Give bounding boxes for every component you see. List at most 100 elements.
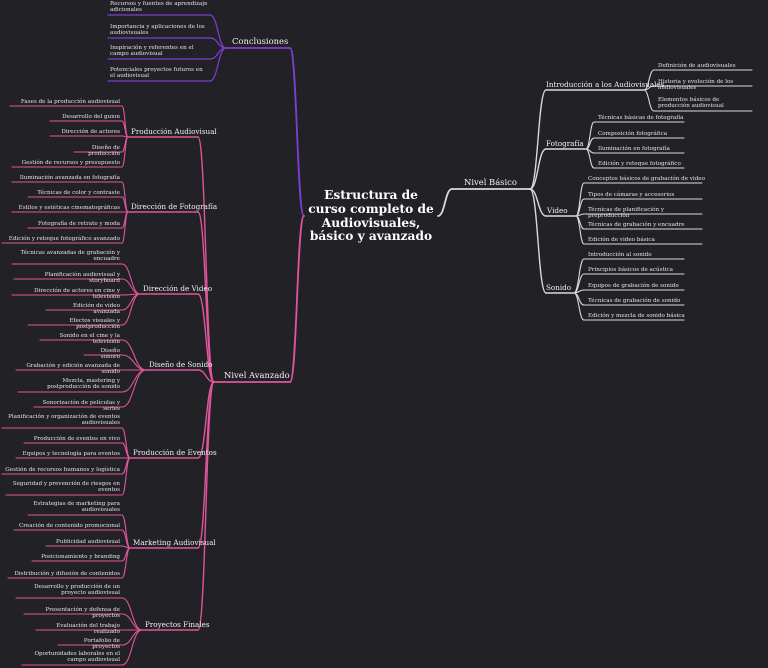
connector-basico-group-1 [529,148,547,190]
connector-avanzado-item-6-1 [121,613,143,631]
root-topic[interactable]: Estructura de curso completo de Audiovis… [308,188,434,244]
node-conclusiones[interactable]: Conclusiones [232,36,289,46]
node-avanzado-item-2-2[interactable]: Dirección de actores en cine y televisió… [34,288,120,301]
node-avanzado-item-4-1[interactable]: Producción de eventos en vivo [33,436,120,442]
node-basico-item-1-1[interactable]: Composición fotográfica [598,131,668,137]
node-basico-item-2-0[interactable]: Conceptos básicos de grabación de video [588,176,705,182]
node-avanzado-group-3[interactable]: Diseño de Sonido [149,360,213,369]
node-avanzado-item-2-0[interactable]: Técnicas avanzadas de grabación y encuad… [20,250,120,263]
node-basico-group-2[interactable]: Video [547,206,568,215]
node-avanzado-item-3-4[interactable]: Sonorización de películas y series [42,400,120,413]
connector-avanzado-item-5-4 [121,547,131,579]
node-conclusiones-item-3[interactable]: Potenciales proyectos futuros en el audi… [110,67,203,80]
node-basico-item-2-2[interactable]: Técnicas de planificación y preproducció… [588,207,665,220]
connector-avanzado-item-1-4 [121,211,129,244]
connector-avanzado-group-3 [197,369,215,383]
node-avanzado-group-6[interactable]: Proyectos Finales [145,620,210,629]
node-avanzado-item-2-4[interactable]: Efectos visuales y postproducción [69,318,120,331]
node-basico-item-0-2[interactable]: Elementos básicos de producción audiovis… [658,97,724,110]
node-avanzado-item-4-3[interactable]: Gestión de recursos humanos y logística [5,467,120,473]
connector-avanzado-item-3-0 [121,339,147,371]
connector-avanzado-item-4-4 [121,457,131,496]
node-avanzado-group-5[interactable]: Marketing Audiovisual [133,538,216,547]
node-avanzado-item-4-0[interactable]: Planificación y organización de eventos … [8,414,120,427]
node-basico-group-3[interactable]: Sonido [546,283,572,292]
connector-avanzado-group-1 [197,211,215,383]
node-avanzado-item-4-2[interactable]: Equipos y tecnología para eventos [22,451,120,457]
node-basico-item-3-2[interactable]: Equipos de grabación de sonido [588,283,679,289]
node-avanzado-item-3-0[interactable]: Sonido en el cine y la televisión [59,333,120,346]
node-basico-item-1-3[interactable]: Edición y retoque fotográfico [598,161,681,167]
connector-avanzado-item-2-4 [121,293,141,326]
node-basico-item-2-4[interactable]: Edición de video básica [588,237,655,243]
node-avanzado-item-6-4[interactable]: Oportunidades laborales en el campo audi… [34,651,120,664]
node-basico-item-3-3[interactable]: Técnicas de grabación de sonido [588,298,681,304]
node-basico-item-1-0[interactable]: Técnicas básicas de fotografía [598,115,684,121]
connector-basico-group-3 [529,188,547,294]
node-avanzado-item-5-4[interactable]: Distribución y difusión de contenidos [14,571,120,577]
connector-avanzado-item-6-0 [121,597,143,631]
node-avanzado-group-0[interactable]: Producción Audiovisual [131,127,217,136]
node-avanzado-item-1-0[interactable]: Iluminación avanzada en fotografía [19,175,120,181]
node-avanzado-item-5-0[interactable]: Estrategias de marketing para audiovisua… [33,501,120,514]
connector-basico-item-3-4 [573,292,585,321]
node-avanzado-item-0-4[interactable]: Gestión de recursos y presupuesto [21,160,120,166]
node-avanzado-item-5-2[interactable]: Publicidad audiovisual [56,539,120,545]
node-avanzado-item-0-0[interactable]: Fases de la producción audiovisual [20,99,120,105]
node-conclusiones-item-2[interactable]: Inspiración y referentes en el campo aud… [110,45,194,58]
node-basico-item-0-1[interactable]: Historia y evolución de los audiovisuale… [658,79,734,92]
node-basico-item-3-1[interactable]: Principios básicos de acústica [588,267,673,273]
node-nivel-avanzado[interactable]: Nivel Avanzado [224,370,290,380]
node-nivel-basico[interactable]: Nivel Básico [464,177,517,187]
node-avanzado-item-3-2[interactable]: Grabación y edición avanzada de sonido [26,363,120,376]
node-avanzado-item-1-3[interactable]: Fotografía de retrato y moda [38,221,120,227]
node-avanzado-item-6-1[interactable]: Presentación y defensa de proyectos [45,607,120,620]
node-avanzado-item-5-1[interactable]: Creación de contenido promocional [18,523,120,529]
node-avanzado-item-0-3[interactable]: Diseño de producción [88,145,120,158]
connector-basico-item-0-2 [643,89,655,112]
node-avanzado-item-1-4[interactable]: Edición y retoque fotográfico avanzado [8,236,120,242]
connector-avanzado-item-3-4 [121,369,147,408]
node-basico-item-3-4[interactable]: Edición y mezcla de sonido básica [588,313,685,319]
connector-conclusiones-item-0 [209,14,227,49]
connector-avanzado-group-4 [197,381,215,459]
node-avanzado-item-2-3[interactable]: Edición de video avanzada [72,303,120,316]
node-avanzado-item-3-1[interactable]: Diseño sonoro [100,348,120,361]
connector-root-avanzado [289,215,305,383]
node-basico-group-0[interactable]: Introducción a los Audiovisuales [546,80,665,89]
node-avanzado-item-1-2[interactable]: Estilos y estéticas cinematográficas [18,205,120,211]
node-avanzado-item-2-1[interactable]: Planificación audiovisual y storyboard [44,272,120,285]
connector-avanzado-group-6 [197,381,215,631]
node-basico-item-1-2[interactable]: Iluminación en fotografía [598,146,670,152]
connector-basico-item-3-0 [573,258,585,294]
node-basico-item-0-0[interactable]: Definición de audiovisuales [658,63,736,69]
connector-basico-item-2-4 [575,215,585,245]
connector-root-conclusiones [289,47,305,217]
node-basico-item-2-1[interactable]: Tipos de cámaras y accesorios [588,192,675,198]
node-avanzado-item-0-1[interactable]: Desarrollo del guion [62,114,120,120]
node-avanzado-group-1[interactable]: Dirección de Fotografía [131,202,218,211]
connector-conclusiones-item-3 [209,47,227,82]
node-basico-item-2-3[interactable]: Técnicas de grabación y encuadre [588,222,685,228]
connector-avanzado-item-3-1 [121,354,147,371]
node-avanzado-item-4-4[interactable]: Seguridad y prevención de riesgos en eve… [12,481,120,494]
node-avanzado-item-5-3[interactable]: Posicionamiento y branding [41,554,120,560]
node-avanzado-item-3-3[interactable]: Mezcla, mastering y postproducción de so… [47,378,120,391]
node-conclusiones-item-1[interactable]: Importancia y aplicaciones de los audiov… [110,24,205,37]
node-avanzado-item-1-1[interactable]: Técnicas de color y contraste [37,190,120,196]
connector-root-basico [437,188,453,217]
node-basico-item-3-0[interactable]: Introducción al sonido [588,252,652,258]
connector-avanzado-item-0-4 [121,136,129,168]
node-basico-group-1[interactable]: Fotografía [546,139,584,148]
node-avanzado-item-0-2[interactable]: Dirección de actores [61,129,120,135]
node-conclusiones-item-0[interactable]: Recursos y fuentes de aprendizaje adicio… [110,1,208,14]
node-avanzado-group-4[interactable]: Producción de Eventos [133,448,217,457]
node-avanzado-item-6-3[interactable]: Portafolio de proyectos [83,638,120,651]
node-avanzado-item-6-0[interactable]: Desarrollo y producción de un proyecto a… [34,584,120,597]
node-avanzado-group-2[interactable]: Dirección de Video [143,284,213,293]
connector-avanzado-item-2-1 [121,278,141,295]
node-avanzado-item-6-2[interactable]: Evaluación del trabajo realizado [56,623,120,636]
connector-basico-group-0 [529,89,547,190]
